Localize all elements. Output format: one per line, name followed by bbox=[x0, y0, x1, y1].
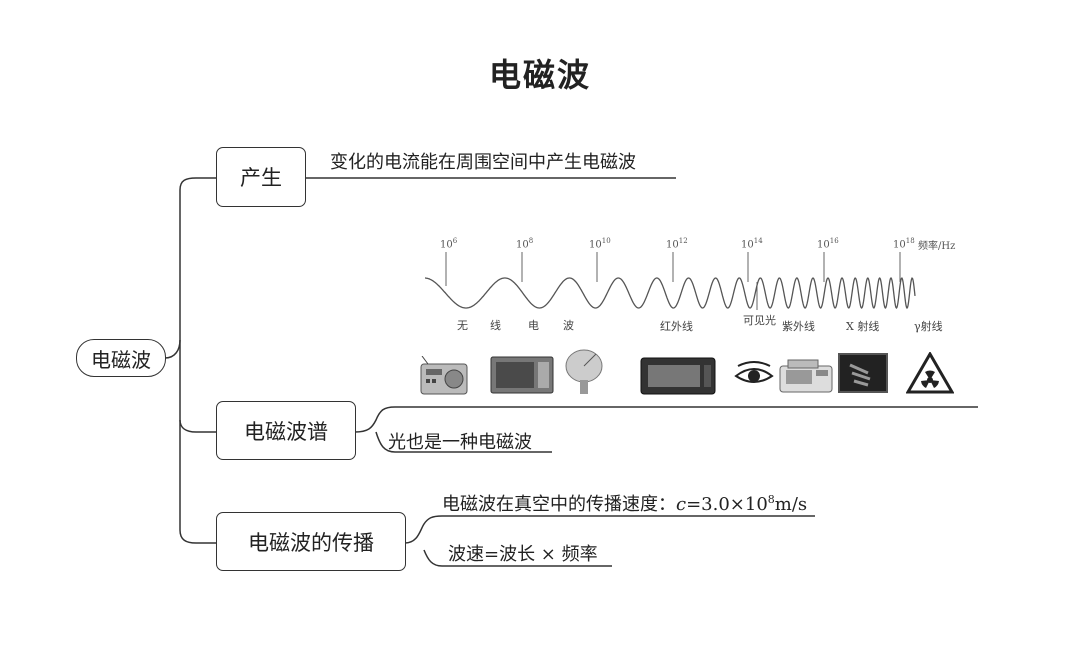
root-node: 电磁波 bbox=[76, 339, 166, 377]
sterilizer-icon bbox=[779, 359, 833, 393]
band-gamma: γ射线 bbox=[914, 320, 943, 333]
band-radio-1: 无 bbox=[457, 319, 468, 332]
tick-1e10: 1010 bbox=[589, 237, 611, 251]
branch-spectrum: 电磁波谱 bbox=[216, 401, 356, 460]
leaf-speed-prefix: 电磁波在真空中的传播速度： bbox=[442, 494, 676, 515]
axis-unit: 频率/Hz bbox=[918, 241, 956, 252]
radio-icon bbox=[420, 356, 468, 395]
band-xray: X 射线 bbox=[846, 320, 880, 333]
tick-1e16: 1016 bbox=[817, 237, 839, 251]
leaf-wave-formula: 波速=波长 × 频率 bbox=[448, 544, 598, 565]
tick-1e14: 1014 bbox=[741, 237, 763, 251]
radiation-warning-icon bbox=[906, 352, 954, 394]
eye-icon bbox=[734, 361, 774, 383]
branch-propagation: 电磁波的传播 bbox=[216, 512, 406, 571]
leaf-speed-value: =3.0×10 bbox=[686, 494, 768, 515]
leaf-speed-unit: m/s bbox=[774, 494, 808, 515]
leaf-speed: 电磁波在真空中的传播速度：c=3.0×108m/s bbox=[442, 490, 807, 516]
tick-1e12: 1012 bbox=[666, 237, 688, 251]
tick-1e18: 1018 bbox=[893, 237, 915, 251]
branch-produce: 产生 bbox=[216, 147, 306, 207]
leaf-light-is-em-wave: 光也是一种电磁波 bbox=[388, 432, 532, 453]
band-radio-3: 电 bbox=[528, 319, 539, 332]
leaf-produce: 变化的电流能在周围空间中产生电磁波 bbox=[330, 152, 636, 173]
satellite-dish-icon bbox=[565, 349, 603, 394]
microwave-oven-icon bbox=[490, 356, 554, 394]
band-radio-4: 波 bbox=[563, 319, 574, 332]
tick-1e8: 108 bbox=[516, 237, 534, 251]
toaster-oven-icon bbox=[640, 357, 716, 395]
page-title: 电磁波 bbox=[488, 56, 591, 94]
leaf-speed-var: c bbox=[676, 494, 687, 515]
band-visible: 可见光 bbox=[743, 314, 776, 327]
x-ray-film-icon bbox=[838, 353, 888, 393]
tick-1e6: 106 bbox=[440, 237, 458, 251]
band-ultraviolet: 紫外线 bbox=[782, 320, 815, 333]
band-radio-2: 线 bbox=[490, 319, 501, 332]
leaf-speed-exp: 8 bbox=[767, 493, 775, 506]
band-infrared: 红外线 bbox=[660, 320, 693, 333]
